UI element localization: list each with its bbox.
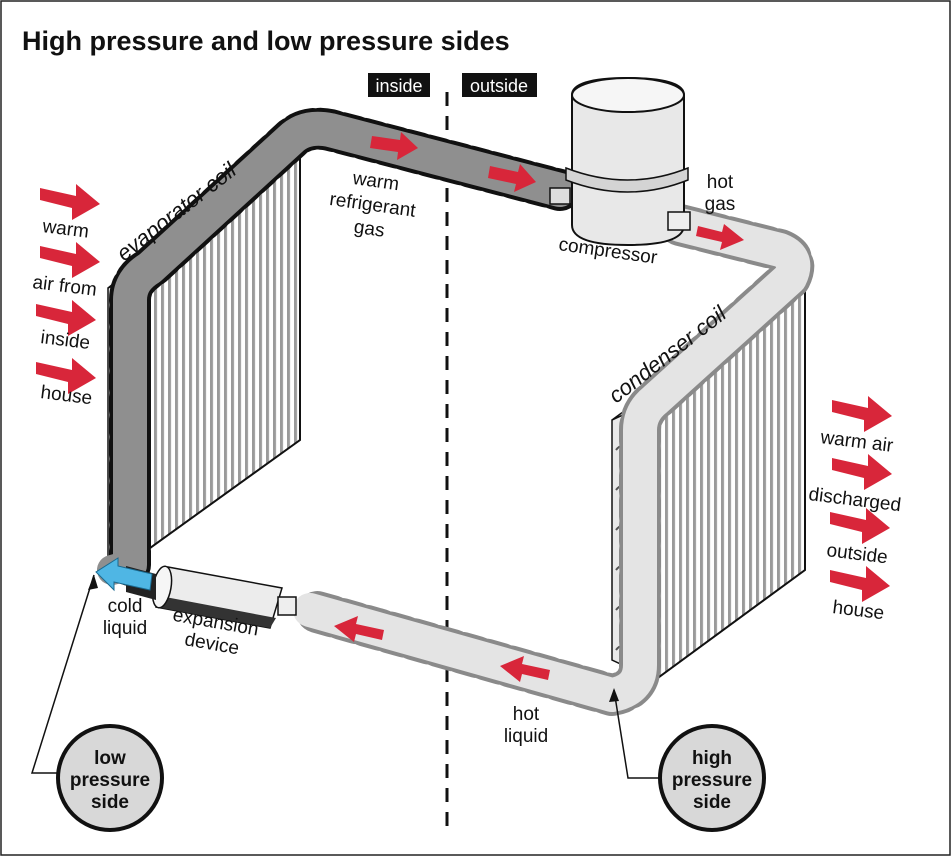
- low-pressure-pointer: [88, 575, 98, 590]
- diagram-title: High pressure and low pressure sides: [22, 26, 510, 56]
- outside-air-arrows: [830, 396, 892, 602]
- cold-liquid-arrow: [95, 557, 153, 592]
- cold-liquid-label: cold liquid: [103, 596, 147, 639]
- inside-tag: inside: [368, 73, 430, 97]
- flow-arrows: [334, 132, 744, 682]
- svg-text:outside: outside: [825, 540, 888, 568]
- svg-text:house: house: [831, 597, 885, 624]
- svg-text:warm air: warm air: [818, 427, 895, 457]
- svg-text:low: low: [94, 748, 126, 769]
- svg-text:discharged: discharged: [807, 484, 902, 516]
- svg-text:inside: inside: [375, 76, 422, 96]
- svg-text:hot: hot: [707, 172, 734, 193]
- high-pressure-pipe: [289, 204, 815, 716]
- svg-text:refrigerant: refrigerant: [328, 189, 417, 222]
- inside-air-label: warm air from inside house: [31, 216, 97, 409]
- high-pressure-pointer: [609, 688, 619, 702]
- svg-text:side: side: [693, 792, 731, 813]
- warm-refrigerant-gas-label: warm refrigerant gas: [328, 168, 417, 242]
- hot-gas-label: hot gas: [705, 172, 736, 215]
- compressor: [549, 76, 691, 247]
- svg-text:liquid: liquid: [504, 726, 548, 747]
- svg-text:liquid: liquid: [103, 618, 147, 639]
- svg-text:high: high: [692, 748, 732, 769]
- svg-text:inside: inside: [39, 327, 91, 354]
- svg-text:warm: warm: [40, 216, 90, 243]
- svg-text:pressure: pressure: [70, 770, 150, 791]
- svg-text:hot: hot: [513, 704, 540, 725]
- svg-text:side: side: [91, 792, 129, 813]
- low-pressure-callout: low pressure side: [56, 724, 164, 832]
- svg-text:pressure: pressure: [672, 770, 752, 791]
- high-pressure-leader: [613, 689, 660, 779]
- svg-text:gas: gas: [705, 194, 736, 215]
- svg-text:warm: warm: [350, 168, 400, 195]
- hot-liquid-label: hot liquid: [504, 704, 548, 747]
- high-pressure-callout: high pressure side: [658, 724, 766, 832]
- svg-text:gas: gas: [353, 217, 386, 242]
- svg-text:cold: cold: [108, 596, 143, 617]
- low-pressure-leader: [30, 574, 95, 774]
- svg-text:air from: air from: [31, 272, 97, 301]
- inside-air-arrows: [36, 184, 100, 394]
- expansion-device: [126, 565, 297, 629]
- svg-text:house: house: [39, 382, 93, 409]
- svg-text:outside: outside: [470, 76, 528, 96]
- outside-tag: outside: [462, 73, 537, 97]
